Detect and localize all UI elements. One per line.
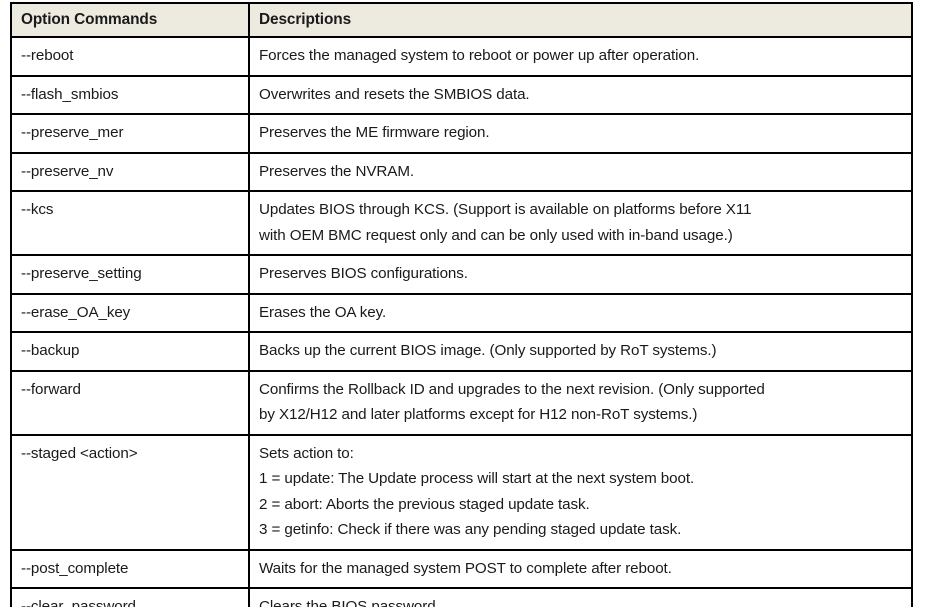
description-cell: Clears the BIOS password. bbox=[248, 587, 913, 607]
description-cell: Preserves BIOS configurations. bbox=[248, 254, 913, 295]
description-line: Erases the OA key. bbox=[259, 303, 387, 321]
description-line: Waits for the managed system POST to com… bbox=[259, 559, 672, 577]
table-row: --forward Confirms the Rollback ID and up… bbox=[10, 369, 913, 436]
option-command-cell: --preserve_mer bbox=[10, 113, 250, 154]
option-command-cell: --erase_OA_key bbox=[10, 292, 250, 333]
option-command-cell: --post_complete bbox=[10, 548, 250, 589]
option-command-cell: --flash_smbios bbox=[10, 74, 250, 115]
option-command-cell: --preserve_setting bbox=[10, 254, 250, 295]
description-cell: Preserves the NVRAM. bbox=[248, 151, 913, 192]
description-line: Overwrites and resets the SMBIOS data. bbox=[259, 85, 530, 103]
description-cell: Forces the managed system to reboot or p… bbox=[248, 36, 913, 77]
table-row: --staged <action> Sets action to: 1 = upda… bbox=[10, 433, 913, 551]
description-line: by X12/H12 and later platforms except fo… bbox=[259, 406, 698, 423]
table-header: Option Commands Descriptions bbox=[10, 2, 913, 38]
column-header-descriptions: Descriptions bbox=[248, 2, 913, 38]
description-cell: Waits for the managed system POST to com… bbox=[248, 548, 913, 589]
table-row: --preserve_mer Preserves the ME firmware … bbox=[10, 113, 913, 154]
table-row: --post_complete Waits for the managed sys… bbox=[10, 548, 913, 589]
table-header-row: Option Commands Descriptions bbox=[10, 2, 913, 38]
description-line: Updates BIOS through KCS. (Support is av… bbox=[259, 201, 752, 218]
description-line: Preserves the NVRAM. bbox=[259, 162, 414, 180]
description-cell: Confirms the Rollback ID and upgrades to… bbox=[248, 369, 913, 436]
description-line: 3 = getinfo: Check if there was any pend… bbox=[259, 521, 682, 538]
description-line: Backs up the current BIOS image. (Only s… bbox=[259, 342, 717, 359]
description-cell: Backs up the current BIOS image. (Only s… bbox=[248, 331, 913, 372]
description-cell: Sets action to: 1 = update: The Update pr… bbox=[248, 433, 913, 551]
description-cell: Preserves the ME firmware region. bbox=[248, 113, 913, 154]
description-cell: Overwrites and resets the SMBIOS data. bbox=[248, 74, 913, 115]
description-line: Confirms the Rollback ID and upgrades to… bbox=[259, 380, 765, 398]
option-command-cell: --kcs bbox=[10, 190, 250, 256]
option-command-cell: --clear_password bbox=[10, 587, 250, 607]
description-cell: Updates BIOS through KCS. (Support is av… bbox=[248, 190, 913, 256]
table-row: --kcs Updates BIOS through KCS. (Support … bbox=[10, 190, 913, 256]
option-command-cell: --forward bbox=[10, 369, 250, 436]
table-row: --preserve_nv Preserves the NVRAM. bbox=[10, 151, 913, 192]
description-line: Preserves the ME firmware region. bbox=[259, 124, 490, 141]
description-line: with OEM BMC request only and can be onl… bbox=[259, 226, 733, 244]
column-header-option-commands: Option Commands bbox=[10, 2, 250, 38]
option-commands-table-wrapper: Option Commands Descriptions --reboot For… bbox=[10, 2, 913, 607]
description-line: 1 = update: The Update process will star… bbox=[259, 470, 695, 487]
table-row: --erase_OA_key Erases the OA key. bbox=[10, 292, 913, 333]
description-line: Clears the BIOS password. bbox=[259, 598, 440, 607]
table-row: --flash_smbios Overwrites and resets the … bbox=[10, 74, 913, 115]
description-line: Forces the managed system to reboot or p… bbox=[259, 47, 700, 64]
option-command-cell: --staged <action> bbox=[10, 433, 250, 551]
option-command-cell: --backup bbox=[10, 331, 250, 372]
description-line: 2 = abort: Aborts the previous staged up… bbox=[259, 495, 590, 513]
table-row: --preserve_setting Preserves BIOS configu… bbox=[10, 254, 913, 295]
description-cell: Erases the OA key. bbox=[248, 292, 913, 333]
table-body: --reboot Forces the managed system to reb… bbox=[10, 36, 913, 607]
option-command-cell: --preserve_nv bbox=[10, 151, 250, 192]
description-line: Sets action to: bbox=[259, 444, 354, 462]
option-command-cell: --reboot bbox=[10, 36, 250, 77]
option-commands-table: Option Commands Descriptions --reboot For… bbox=[10, 2, 913, 607]
table-row: --backup Backs up the current BIOS image.… bbox=[10, 331, 913, 372]
description-line: Preserves BIOS configurations. bbox=[259, 265, 468, 282]
table-row: --reboot Forces the managed system to reb… bbox=[10, 36, 913, 77]
